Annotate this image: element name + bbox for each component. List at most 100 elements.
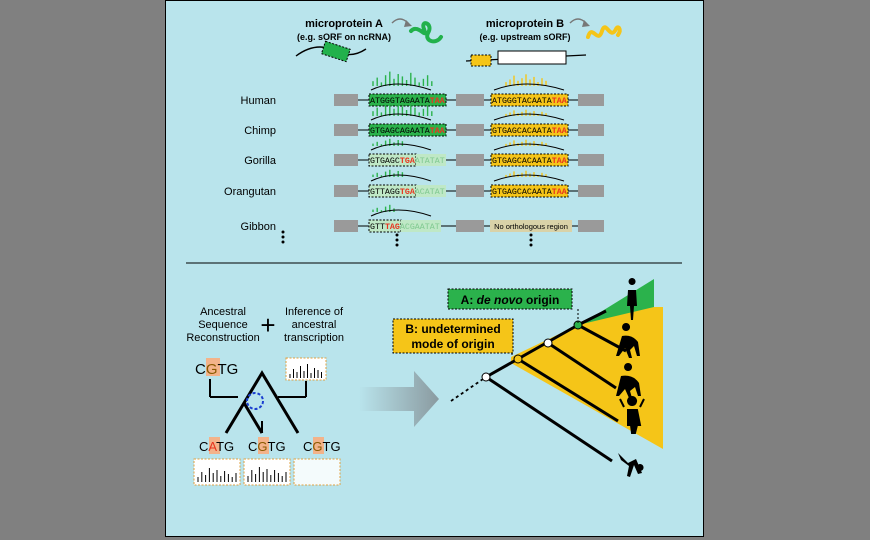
sorf-b-box (490, 184, 569, 198)
svg-text:CGTG: CGTG (303, 439, 341, 454)
figure-panel: microprotein A (e.g. sORF on ncRNA) micr… (165, 0, 704, 537)
sorf-b-box (490, 123, 569, 137)
species-label: Orangutan (224, 186, 276, 198)
sorf-a-tail (401, 220, 441, 232)
microprotein-b-title: microprotein B (486, 18, 564, 30)
exon-block (334, 154, 358, 166)
sorf-a-box (368, 123, 447, 137)
exon-block (456, 124, 484, 136)
label-b-box (392, 318, 514, 354)
ancestral-transcription-bars (289, 364, 322, 378)
node-b-origin-icon (513, 354, 523, 364)
species-label: Chimp (244, 125, 276, 137)
exon-block (578, 220, 604, 232)
sorf-a-sequence: GTTAGGTGAACATAT (370, 188, 445, 197)
ancestral-base-tg: TG (218, 361, 239, 378)
inference-line-3: transcription (284, 332, 344, 344)
no-ortholog-note: No orthologous region (494, 222, 568, 231)
exon-block (334, 185, 358, 197)
node-hominini-icon (543, 338, 553, 348)
no-ortholog-box (490, 220, 572, 232)
arrowhead-b-icon (582, 20, 590, 27)
gorilla-silhouette-icon (616, 363, 641, 398)
sorf-a-sequence: ATGGGTAGAATATAA (370, 97, 445, 106)
asr-label: Ancestral Sequence Reconstruction (186, 306, 259, 344)
continuation-dots (281, 230, 533, 247)
inference-line-2: ancestral (292, 319, 337, 331)
microprotein-a-header: microprotein A (e.g. sORF on ncRNA) (295, 18, 443, 63)
svg-text:CGTG: CGTG (195, 361, 238, 378)
exon-block (578, 124, 604, 136)
exon-block (578, 94, 604, 106)
exon-block (334, 220, 358, 232)
sorf-a-box (368, 93, 447, 107)
asr-tree (209, 370, 307, 434)
sorf-a-icon (320, 40, 351, 63)
microprotein-a-title: microprotein A (305, 18, 383, 30)
gibbon-silhouette-icon (618, 453, 644, 477)
exon-block (456, 94, 484, 106)
ancestral-base-c: C (195, 361, 206, 378)
sorf-b-icon (470, 54, 492, 67)
ancestral-base-g: G (206, 361, 218, 378)
species-row: Gorilla GTGAGCTGAATATAT GTGAGCACAATATAA (244, 138, 604, 167)
ancestral-sequence: CGTG (195, 358, 238, 378)
sorf-a-box (368, 219, 402, 233)
exon-block (456, 185, 484, 197)
plus-sign: + (260, 310, 275, 340)
asr-line-2: Sequence (198, 319, 248, 331)
leaf-sequence-1: CATG (199, 437, 234, 454)
sorf-a-tail (416, 154, 446, 166)
transition-arrow-icon (359, 371, 439, 427)
sorf-b-box (490, 93, 569, 107)
sorf-b-sequence: GTGAGCACAATATAA (492, 157, 567, 166)
arrowhead-a-icon (404, 20, 412, 27)
label-a-box (447, 288, 573, 310)
leaf-transcription-box-3 (293, 458, 341, 486)
species-label: Human (241, 95, 276, 107)
asr-line-1: Ancestral (200, 306, 246, 318)
label-a-text: A: de novo origin (461, 293, 560, 307)
main-orf-icon (497, 50, 567, 65)
ancestral-highlight (206, 358, 220, 376)
svg-text:CGTG: CGTG (248, 439, 286, 454)
label-b-line-2: mode of origin (411, 337, 494, 351)
svg-text:CATG: CATG (199, 439, 234, 454)
exon-block (578, 154, 604, 166)
figure-canvas: microprotein A (e.g. sORF on ncRNA) micr… (186, 18, 682, 486)
exon-block (334, 124, 358, 136)
sorf-a-sequence: GTGAGCTGAATATAT (370, 157, 445, 166)
species-label: Gorilla (244, 155, 277, 167)
asr-line-3: Reconstruction (186, 332, 259, 344)
sorf-a-sequence: GTGAGCAGAATATAA (370, 127, 445, 136)
leaf-transcription-bars (197, 467, 287, 482)
leaf-sequence-3: CGTG (303, 437, 341, 454)
chimp-silhouette-icon (616, 323, 640, 358)
tree-root-dashed (450, 376, 487, 402)
label-b-line-1: B: undetermined (405, 322, 500, 336)
phylogeny: A: de novo origin B: undetermined mode o… (392, 278, 663, 477)
inference-line-1: Inference of (285, 306, 344, 318)
sorf-a-tail (416, 185, 446, 197)
microprotein-b-header: microprotein B (e.g. upstream sORF) (465, 18, 622, 67)
exon-block (578, 185, 604, 197)
exon-block (456, 220, 484, 232)
ancestral-node-circle-icon (246, 392, 264, 410)
protein-a-squiggle-icon (409, 21, 443, 44)
tree-spine (485, 323, 579, 379)
sorf-b-box (490, 153, 569, 167)
inference-label: Inference of ancestral transcription (284, 306, 344, 344)
orangutan-silhouette-icon (619, 396, 645, 434)
microprotein-a-subtitle: (e.g. sORF on ncRNA) (297, 32, 391, 42)
sorf-a-sequence: GTTTAGACGAATAT (370, 223, 440, 232)
human-silhouette-icon (627, 278, 637, 320)
node-root-icon (481, 372, 491, 382)
ancestral-transcription-box (285, 357, 327, 381)
protein-b-squiggle-icon (586, 25, 622, 39)
leaf-sequence-2: CGTG (248, 437, 286, 454)
